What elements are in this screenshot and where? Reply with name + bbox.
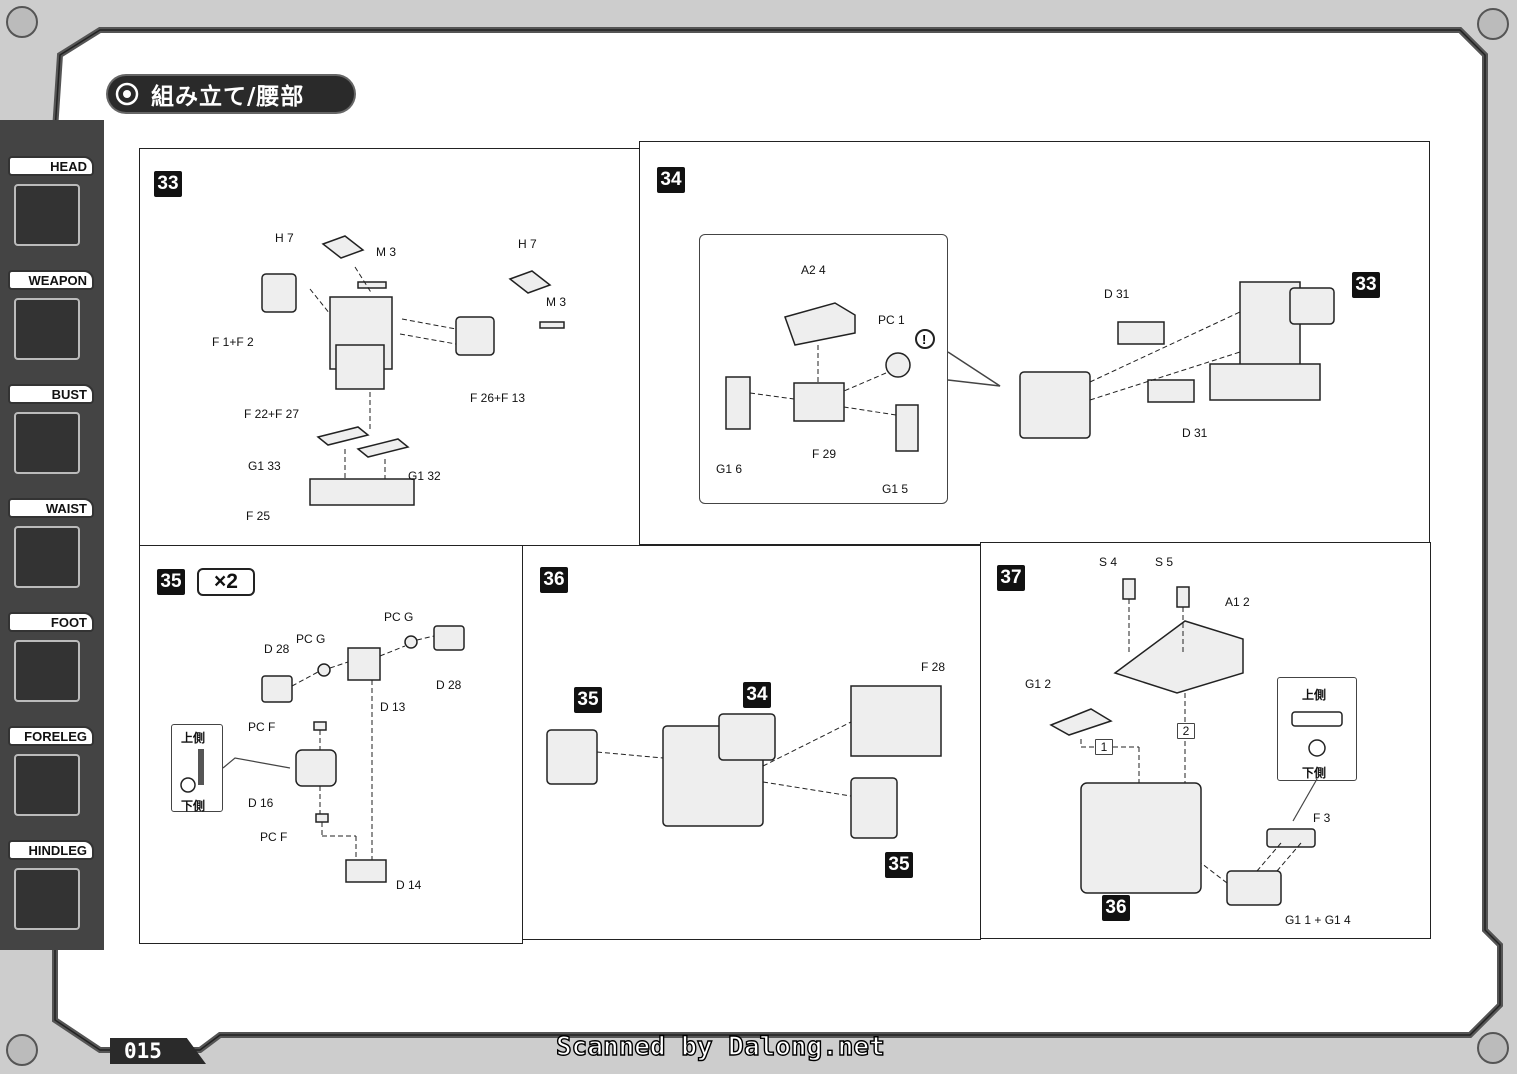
page-title: 組み立て/腰部	[108, 76, 354, 112]
page-number: 015	[110, 1038, 206, 1064]
hindleg-thumbnail	[14, 868, 80, 930]
warning-icon	[1308, 739, 1326, 757]
ref-step-36: 36	[1102, 895, 1130, 921]
tab-head[interactable]: HEAD	[8, 156, 94, 252]
bust-thumbnail	[14, 412, 80, 474]
step-number: 36	[540, 567, 568, 593]
sub-assembly-box: ! A2 4 PC 1 G1 6 F 29 G1 5	[699, 234, 948, 504]
tab-weapon[interactable]: WEAPON	[8, 270, 94, 366]
step-33-panel: 33 H 7 M 3 H 7 M 3 F 1+F 2 F 22+F 27 F 2…	[139, 148, 640, 546]
page-title-text: 組み立て/腰部	[151, 84, 305, 110]
step-number: 37	[997, 565, 1025, 591]
step-37-panel: 37 36 上側 下側 1 2 S 4 S 5 A1 2 G1 2	[980, 542, 1431, 939]
tab-foreleg[interactable]: FORELEG	[8, 726, 94, 822]
step-number: 33	[154, 171, 182, 197]
step-number: 35	[157, 569, 185, 595]
ref-step-35: 35	[574, 687, 602, 713]
tab-foot[interactable]: FOOT	[8, 612, 94, 708]
svg-text:!: !	[922, 332, 926, 347]
waist-thumbnail	[14, 526, 80, 588]
gear-icon	[1477, 8, 1509, 40]
order-marker: 2	[1177, 723, 1195, 739]
ref-step-33: 33	[1352, 272, 1380, 298]
tab-hindleg[interactable]: HINDLEG	[8, 840, 94, 936]
ref-step-35: 35	[885, 852, 913, 878]
step-36-panel: 36 35 34 35 F 28	[522, 545, 981, 940]
warning-icon	[180, 777, 196, 793]
step-33-diagram	[261, 235, 565, 506]
step-34-panel: 34 ! A2 4 PC 1 G1 6 F 29 G1 5	[639, 141, 1430, 545]
weapon-thumbnail	[14, 298, 80, 360]
order-marker: 1	[1095, 739, 1113, 755]
quantity-multiplier: ×2	[197, 568, 255, 596]
scan-credit: Scanned by Dalong.net	[555, 1031, 885, 1062]
tab-waist[interactable]: WAIST	[8, 498, 94, 594]
foreleg-thumbnail	[14, 754, 80, 816]
tab-bust[interactable]: BUST	[8, 384, 94, 480]
head-thumbnail	[14, 184, 80, 246]
orientation-box: 上側 下側	[171, 724, 223, 813]
step-number: 34	[657, 167, 685, 193]
foot-thumbnail	[14, 640, 80, 702]
gear-icon	[1477, 1032, 1509, 1064]
orientation-box: 上側 下側	[1277, 677, 1357, 781]
step-35-panel: 35 ×2 上側 下側 PC G PC G D 2	[139, 545, 523, 944]
gear-icon	[6, 1034, 38, 1066]
warning-icon	[915, 329, 935, 349]
gear-icon	[6, 6, 38, 38]
gear-icon	[115, 82, 139, 106]
ref-step-34: 34	[743, 682, 771, 708]
